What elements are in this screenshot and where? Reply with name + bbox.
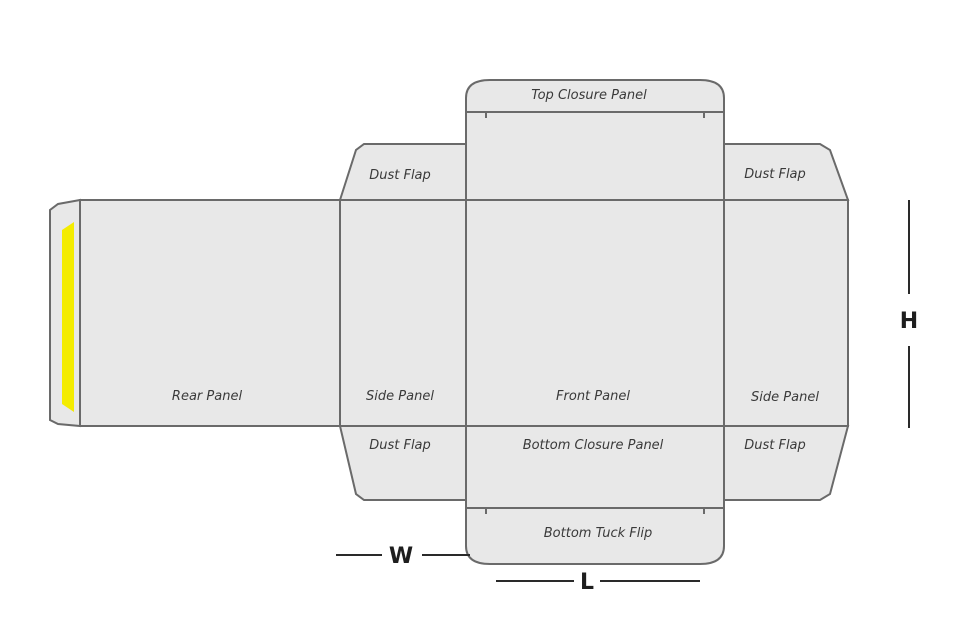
label-dust-flap-bottom-right: Dust Flap bbox=[744, 438, 806, 453]
width-dimension-label: W bbox=[389, 544, 413, 569]
dust-flap-top-right bbox=[723, 143, 850, 201]
label-dust-flap-top-left: Dust Flap bbox=[369, 168, 431, 183]
bottom-tuck-flap bbox=[465, 507, 725, 565]
top-closure-panel bbox=[465, 111, 725, 201]
length-dimension-label: L bbox=[580, 570, 594, 595]
label-rear-panel: Rear Panel bbox=[172, 389, 243, 404]
top-tuck-flap bbox=[465, 79, 725, 113]
label-dust-flap-top-right: Dust Flap bbox=[744, 167, 806, 182]
label-bottom-closure-panel: Bottom Closure Panel bbox=[523, 438, 664, 453]
label-front-panel: Front Panel bbox=[556, 389, 630, 404]
height-dimension-label: H bbox=[900, 309, 918, 334]
label-top-closure-panel: Top Closure Panel bbox=[531, 88, 647, 103]
side-panel-right bbox=[723, 199, 849, 427]
label-dust-flap-bottom-left: Dust Flap bbox=[369, 438, 431, 453]
label-bottom-tuck-flip: Bottom Tuck Flip bbox=[544, 526, 652, 541]
label-side-panel-right: Side Panel bbox=[751, 390, 819, 405]
front-panel bbox=[465, 199, 725, 427]
rear-panel bbox=[79, 199, 341, 427]
label-side-panel-left: Side Panel bbox=[366, 389, 434, 404]
glue-strip bbox=[62, 222, 74, 412]
